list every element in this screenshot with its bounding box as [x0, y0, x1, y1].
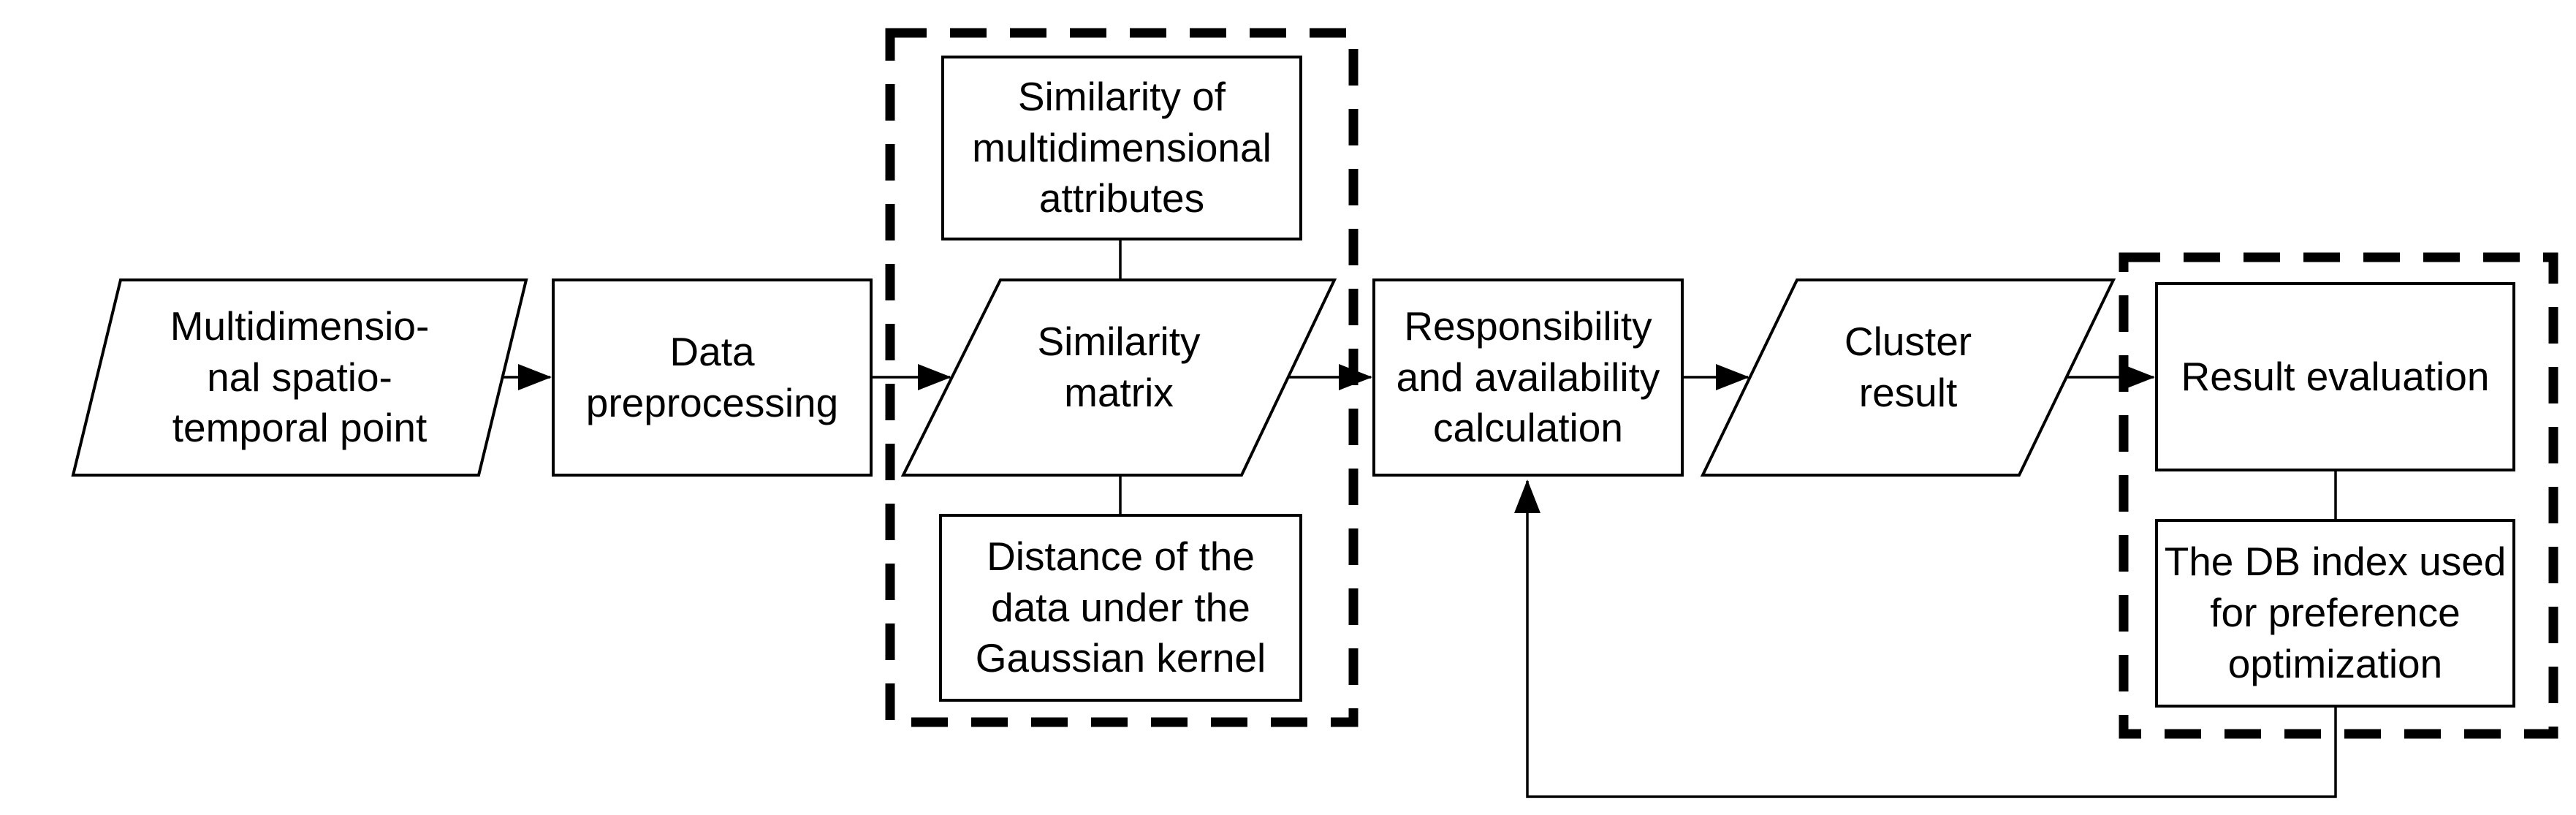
cluster-result-parallelogram-shape [1700, 278, 2116, 477]
result-evaluation-rect-shape [2155, 282, 2515, 471]
input-parallelogram-shape [71, 278, 528, 477]
feedback-dbindex-to-responsibility-arrow [1514, 479, 2337, 798]
responsibility-rect-shape [1372, 278, 1684, 477]
similarity-matrix-parallelogram-shape [900, 278, 1337, 477]
preprocess-rect-shape [552, 278, 873, 477]
similarity-attributes-rect-shape [941, 56, 1302, 240]
gaussian-distance-rect-shape [939, 514, 1302, 702]
db-index-rect-shape [2155, 519, 2515, 708]
evaluation-group-dashed-border [2119, 252, 2558, 739]
